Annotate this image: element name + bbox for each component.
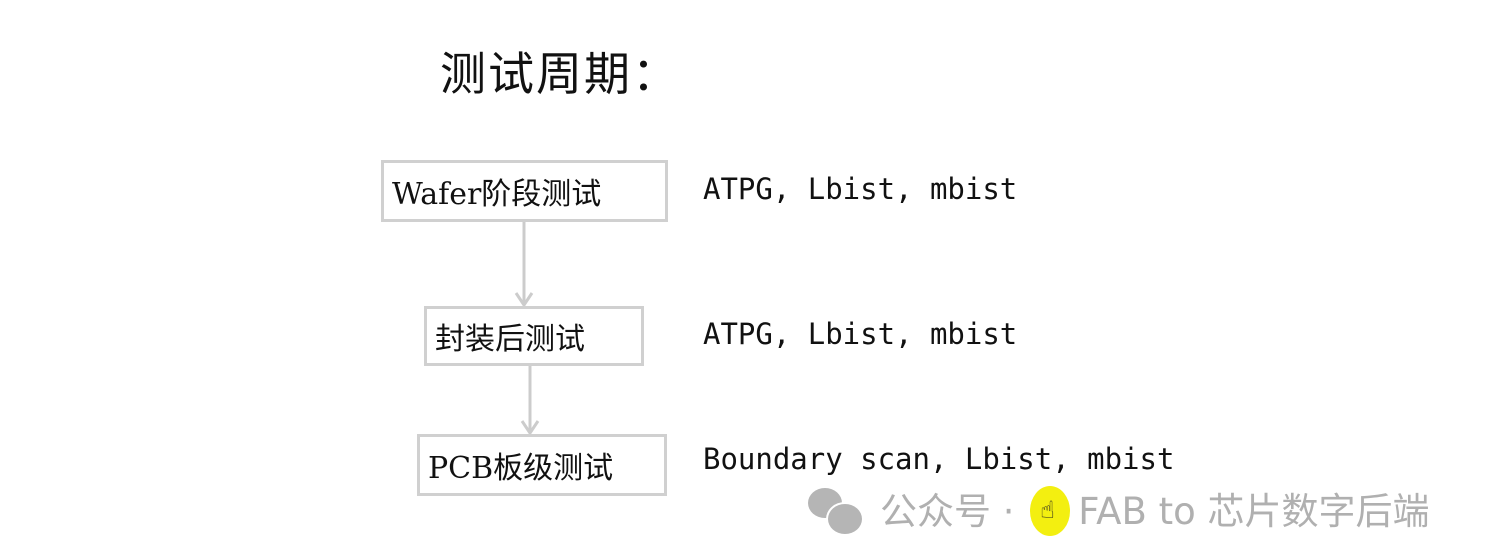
stage-box-package: 封装后测试	[424, 306, 644, 366]
stage-box-wafer: Wafer阶段测试	[381, 160, 668, 222]
arrowhead-2	[520, 420, 540, 436]
hand-pointer-icon: ☝	[1040, 496, 1055, 524]
watermark-name: FAB to 芯片数字后端	[1078, 489, 1430, 533]
stage-label: Wafer阶段测试	[392, 177, 602, 212]
watermark: 公众号 · ☝ FAB to 芯片数字后端	[806, 486, 1430, 536]
stage-label: 封装后测试	[435, 322, 585, 357]
wechat-icon	[806, 486, 866, 536]
arrowhead-1	[514, 292, 534, 308]
stage-methods-wafer: ATPG, Lbist, mbist	[703, 172, 1018, 206]
stage-methods-package: ATPG, Lbist, mbist	[703, 317, 1018, 351]
stage-label: PCB板级测试	[428, 451, 614, 486]
watermark-prefix: 公众号 ·	[880, 489, 1027, 533]
slide-title: 测试周期：	[440, 47, 680, 101]
cursor-highlight: ☝	[1030, 486, 1071, 536]
stage-methods-pcb: Boundary scan, Lbist, mbist	[703, 442, 1175, 476]
stage-box-pcb: PCB板级测试	[417, 434, 667, 496]
